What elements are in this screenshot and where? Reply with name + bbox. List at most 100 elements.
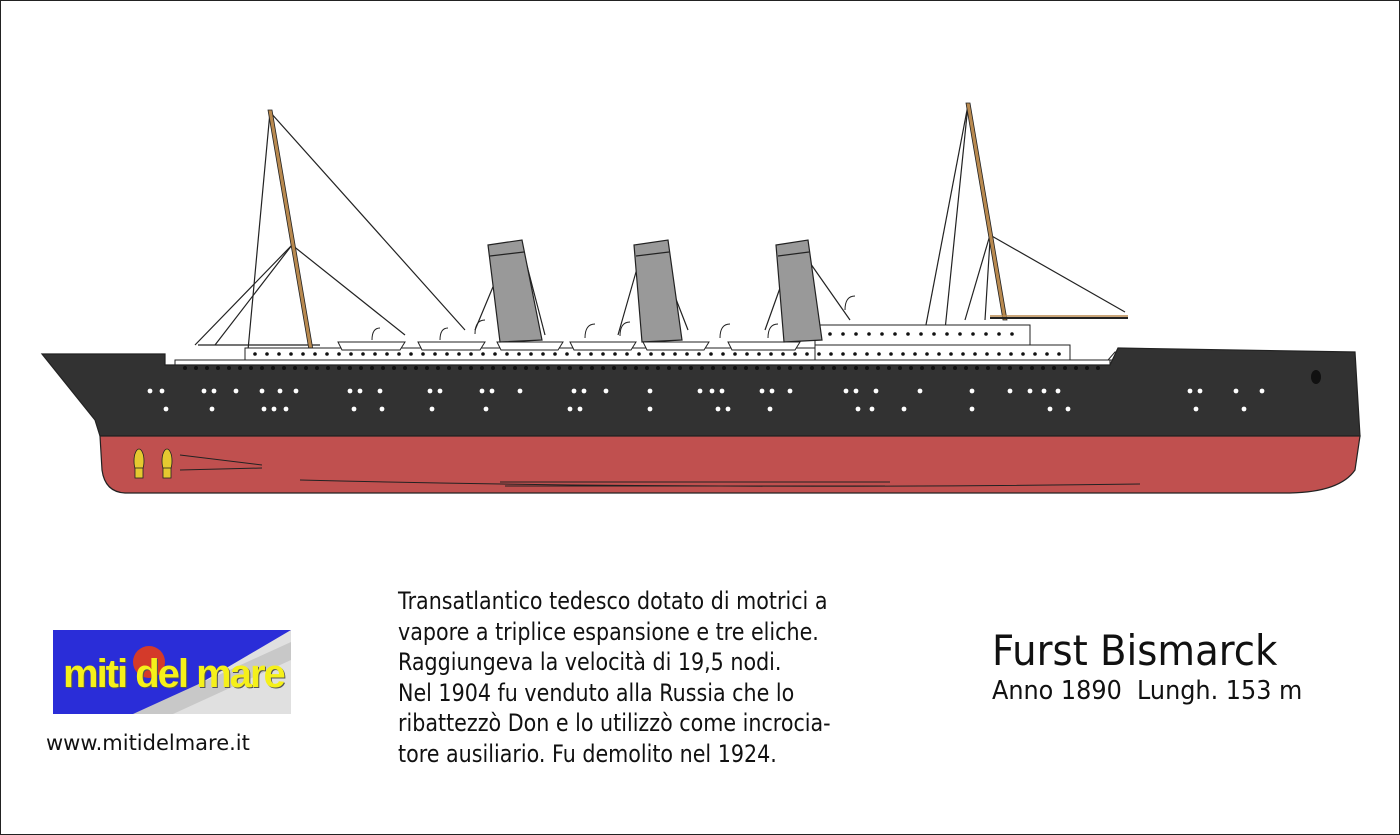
porthole — [568, 366, 572, 370]
porthole — [854, 332, 858, 336]
porthole — [541, 352, 545, 356]
porthole — [201, 388, 207, 394]
porthole — [971, 332, 975, 336]
porthole — [282, 366, 286, 370]
porthole — [238, 366, 242, 370]
porthole — [697, 388, 703, 394]
porthole — [920, 366, 924, 370]
porthole — [623, 366, 627, 370]
porthole — [865, 366, 869, 370]
porthole — [685, 352, 689, 356]
porthole — [211, 388, 217, 394]
porthole — [649, 352, 653, 356]
porthole — [469, 366, 473, 370]
porthole — [337, 352, 341, 356]
porthole — [458, 366, 462, 370]
logo-wedge — [133, 630, 291, 714]
porthole — [906, 332, 910, 336]
porthole — [403, 366, 407, 370]
porthole — [645, 366, 649, 370]
porthole — [1008, 366, 1012, 370]
porthole — [869, 406, 875, 412]
porthole — [261, 406, 267, 412]
porthole — [689, 366, 693, 370]
porthole — [491, 366, 495, 370]
porthole — [385, 352, 389, 356]
porthole — [799, 366, 803, 370]
porthole — [377, 388, 383, 394]
porthole — [567, 406, 573, 412]
porthole — [277, 352, 281, 356]
porthole — [1063, 366, 1067, 370]
porthole — [159, 388, 165, 394]
porthole — [945, 332, 949, 336]
description-line: vapore a triplice espansione e tre elich… — [398, 617, 819, 646]
porthole — [293, 388, 299, 394]
porthole — [876, 366, 880, 370]
porthole — [949, 352, 953, 356]
porthole — [880, 332, 884, 336]
ship-illustration — [40, 102, 1361, 494]
porthole — [1045, 352, 1049, 356]
porthole — [942, 366, 946, 370]
porthole — [601, 366, 605, 370]
description-line: tore ausiliario. Fu demolito nel 1924. — [398, 739, 777, 768]
porthole — [233, 388, 239, 394]
porthole — [194, 366, 198, 370]
porthole — [293, 366, 297, 370]
porthole — [502, 366, 506, 370]
porthole — [283, 406, 289, 412]
porthole — [986, 366, 990, 370]
porthole — [913, 352, 917, 356]
porthole — [793, 352, 797, 356]
porthole — [969, 406, 975, 412]
porthole — [1096, 366, 1100, 370]
porthole — [843, 388, 849, 394]
website-link[interactable]: www.mitidelmare.it — [46, 731, 250, 755]
porthole — [721, 352, 725, 356]
porthole — [873, 388, 879, 394]
porthole — [361, 352, 365, 356]
logo: miti del mare — [53, 630, 291, 714]
porthole — [769, 388, 775, 394]
porthole — [788, 366, 792, 370]
porthole — [489, 388, 495, 394]
porthole — [1259, 388, 1265, 394]
description-line: Raggiungeva la velocità di 19,5 nodi. — [398, 648, 782, 676]
porthole — [767, 406, 773, 412]
porthole — [205, 366, 209, 370]
porthole — [249, 366, 253, 370]
porthole — [381, 366, 385, 370]
porthole — [647, 388, 653, 394]
porthole — [1027, 388, 1033, 394]
porthole — [637, 352, 641, 356]
porthole — [546, 366, 550, 370]
porthole — [379, 406, 385, 412]
porthole — [841, 332, 845, 336]
porthole — [479, 388, 485, 394]
porthole — [1047, 406, 1053, 412]
porthole — [893, 332, 897, 336]
porthole — [853, 352, 857, 356]
porthole — [733, 366, 737, 370]
porthole — [579, 366, 583, 370]
porthole — [603, 388, 609, 394]
porthole — [757, 352, 761, 356]
porthole — [985, 352, 989, 356]
porthole — [480, 366, 484, 370]
porthole — [357, 388, 363, 394]
ship-specs: Anno 1890 Lungh. 153 m — [992, 676, 1303, 706]
porthole — [925, 352, 929, 356]
porthole — [581, 388, 587, 394]
porthole — [953, 366, 957, 370]
porthole — [984, 332, 988, 336]
porthole — [577, 352, 581, 356]
porthole — [733, 352, 737, 356]
porthole — [810, 366, 814, 370]
porthole — [877, 352, 881, 356]
porthole — [601, 352, 605, 356]
logo-text: miti del mare — [63, 652, 286, 696]
porthole — [469, 352, 473, 356]
porthole — [325, 352, 329, 356]
porthole — [571, 388, 577, 394]
